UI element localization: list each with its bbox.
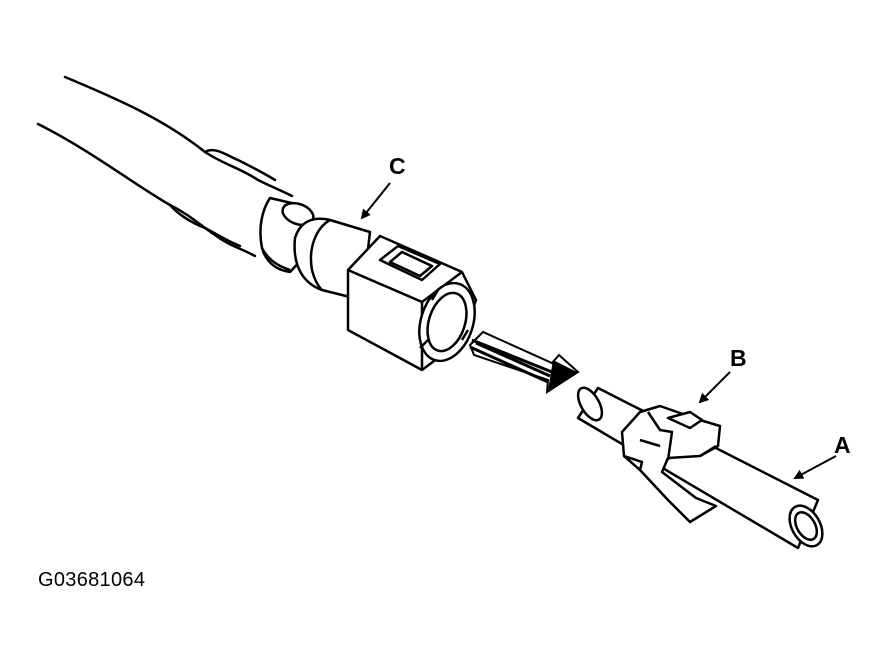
leader-a [793,455,837,479]
callout-label-a: A [834,432,851,458]
figure-id: G03681064 [38,569,146,591]
fuel-hose [36,75,294,258]
callout-label-b: B [730,345,747,371]
callout-label-c: C [389,153,406,179]
fuel-pipe-a [576,386,824,550]
leader-lines [360,182,837,479]
retainer-clip-b [620,404,722,524]
quick-connector-c [293,217,478,372]
leader-c [360,182,391,220]
direction-arrow [468,330,580,394]
leader-b [698,371,731,404]
